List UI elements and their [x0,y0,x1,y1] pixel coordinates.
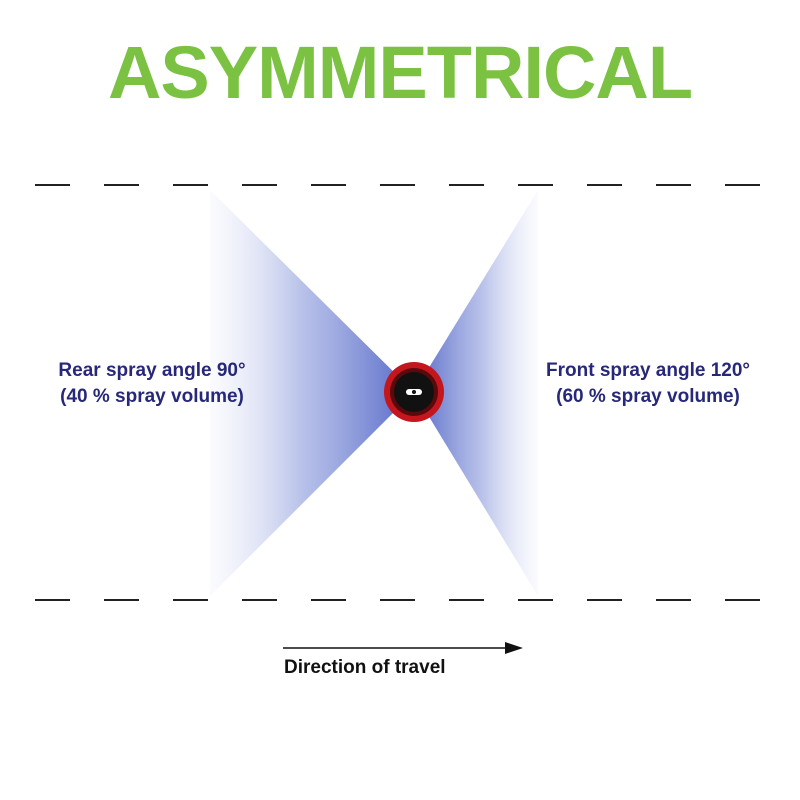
rear-spray-label: Rear spray angle 90° (40 % spray volume) [40,358,264,410]
direction-of-travel-label: Direction of travel [284,657,446,678]
rear-spray-angle-text: Rear spray angle 90° [58,360,246,381]
rear-spray-volume-text: (40 % spray volume) [60,386,244,407]
front-spray-volume-text: (60 % spray volume) [556,386,740,407]
front-spray-angle-text: Front spray angle 120° [546,360,750,381]
arrow-right-icon [283,642,523,654]
page-title: ASYMMETRICAL [107,31,693,114]
front-spray-fan [414,190,538,596]
front-spray-label: Front spray angle 120° (60 % spray volum… [530,358,766,410]
nozzle-icon [384,362,444,422]
rear-spray-fan [210,190,414,596]
